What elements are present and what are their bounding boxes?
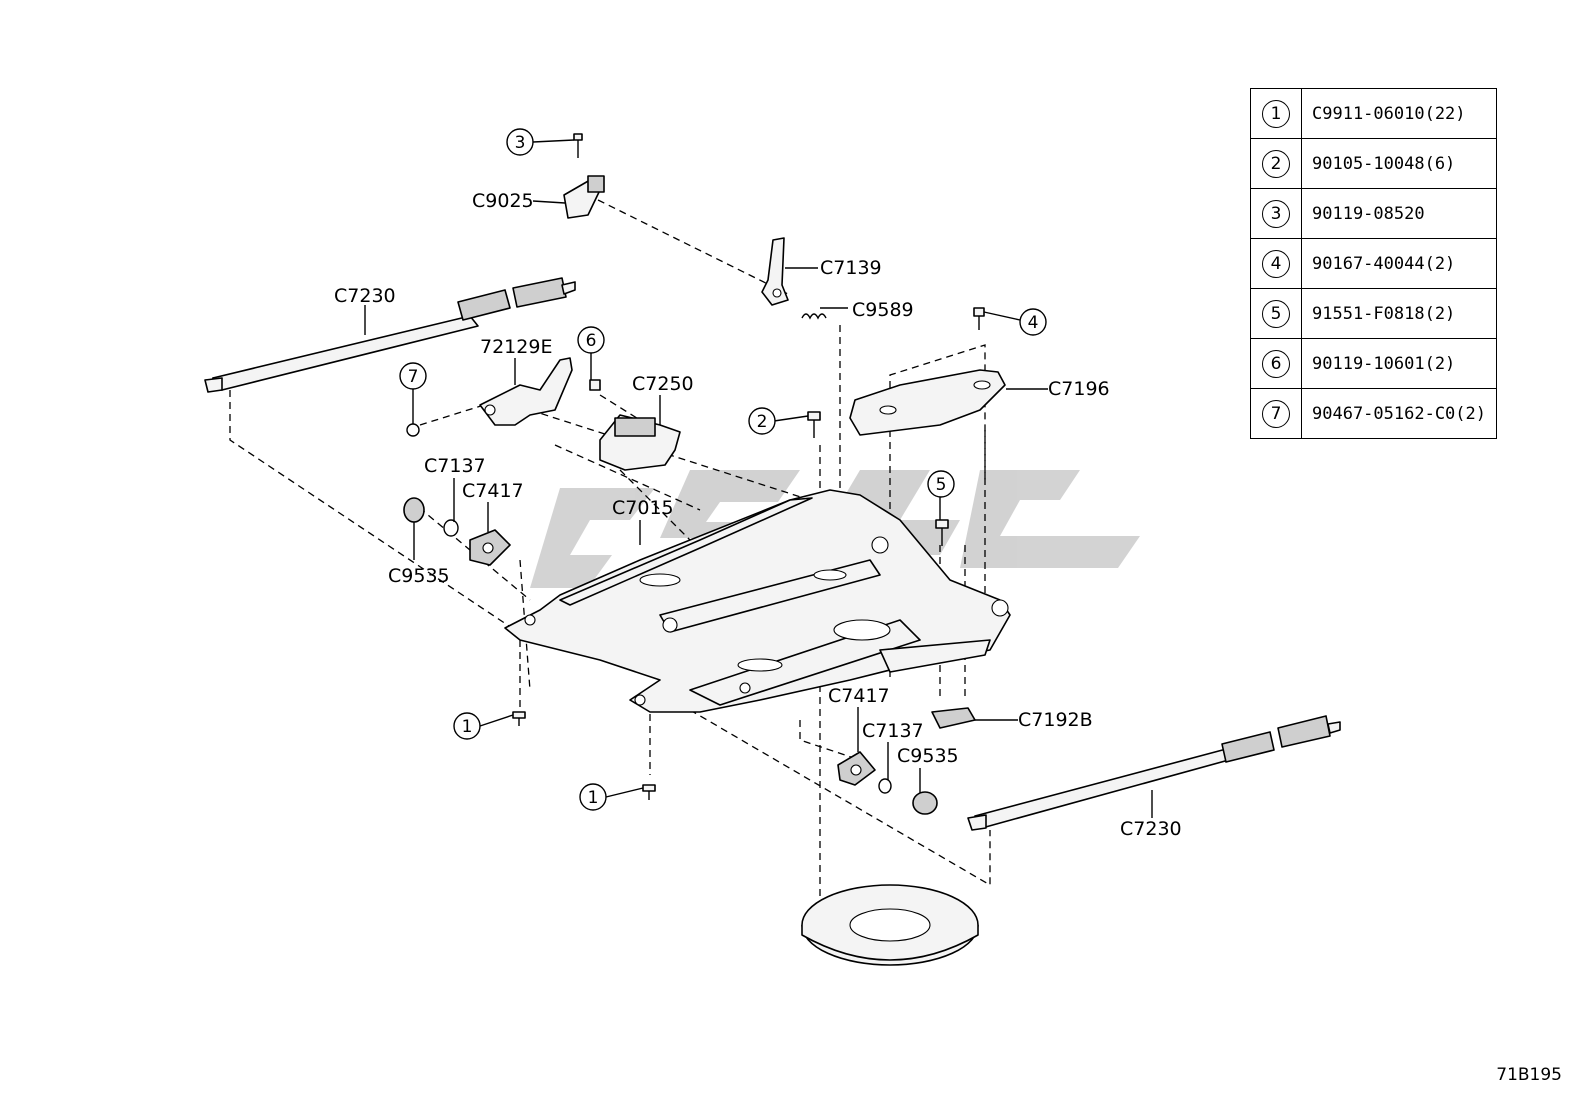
fastener-legend-table: 1 C9911-06010(22) 2 90105-10048(6) 3 90119-08… — [1250, 88, 1497, 439]
callout-c7137-upper: C7137 — [424, 455, 486, 477]
legend-part-number: 90167-40044(2) — [1301, 238, 1497, 289]
legend-number: 7 — [1250, 388, 1302, 439]
svg-text:1: 1 — [462, 717, 473, 737]
marker-2: 2 — [748, 407, 776, 435]
callout-c7230-upper: C7230 — [334, 285, 396, 307]
legend-row: 7 90467-05162-C0(2) — [1250, 388, 1497, 439]
marker-7: 7 — [399, 362, 427, 390]
legend-number-badge: 3 — [1262, 199, 1290, 228]
part-c7250 — [599, 414, 681, 471]
bolt-icon — [406, 133, 985, 800]
marker-1-lower: 1 — [579, 783, 607, 811]
marker-3: 3 — [506, 128, 534, 156]
part-c7417-lower — [837, 751, 876, 786]
callout-c7137-lower: C7137 — [862, 720, 924, 742]
part-c9025 — [563, 175, 605, 219]
part-c9535-lower — [912, 791, 938, 815]
legend-row: 2 90105-10048(6) — [1250, 138, 1497, 189]
svg-text:2: 2 — [757, 412, 768, 432]
slide-rail-lower-right — [967, 715, 1341, 831]
legend-row: 5 91551-F0818(2) — [1250, 288, 1497, 339]
legend-number: 2 — [1250, 138, 1302, 189]
marker-5: 5 — [927, 470, 955, 498]
legend-part-number: 90467-05162-C0(2) — [1301, 388, 1497, 439]
callout-c7417-upper: C7417 — [462, 480, 524, 502]
legend-part-number: 91551-F0818(2) — [1301, 288, 1497, 339]
washer-c7137-lower — [878, 778, 892, 794]
legend-number: 3 — [1250, 188, 1302, 239]
callout-72129e: 72129E — [480, 336, 552, 358]
spring-c9589 — [801, 313, 827, 320]
legend-number-badge: 1 — [1262, 99, 1290, 128]
marker-1-upper: 1 — [453, 712, 481, 740]
diagram-code: 71B195 — [1496, 1065, 1562, 1085]
svg-text:6: 6 — [586, 331, 597, 351]
svg-text:1: 1 — [588, 788, 599, 808]
lever-c7139 — [761, 237, 789, 306]
svg-text:3: 3 — [515, 133, 526, 153]
callout-c7417-lower: C7417 — [828, 685, 890, 707]
legend-part-number: 90119-10601(2) — [1301, 338, 1497, 389]
legend-part-number: C9911-06010(22) — [1301, 88, 1497, 139]
block-c7192b — [931, 707, 976, 729]
marker-4: 4 — [1019, 308, 1047, 336]
legend-row: 1 C9911-06010(22) — [1250, 88, 1497, 139]
callout-c7139: C7139 — [820, 257, 882, 279]
svg-text:4: 4 — [1028, 313, 1039, 333]
legend-row: 4 90167-40044(2) — [1250, 238, 1497, 289]
legend-number-badge: 6 — [1262, 349, 1290, 378]
callout-c9535-lower: C9535 — [897, 745, 959, 767]
washer-c7137-upper — [443, 519, 459, 537]
legend-part-number: 90105-10048(6) — [1301, 138, 1497, 189]
legend-number-badge: 2 — [1262, 149, 1290, 178]
callout-c7230-lower: C7230 — [1120, 818, 1182, 840]
marker-6: 6 — [577, 326, 605, 354]
callout-c7015: C7015 — [612, 497, 674, 519]
callout-c7196: C7196 — [1048, 378, 1110, 400]
swivel-plate — [801, 884, 979, 966]
legend-number-badge: 7 — [1262, 399, 1290, 428]
leader-lines — [364, 139, 1153, 818]
callout-c9025: C9025 — [472, 190, 534, 212]
seat-frame — [504, 489, 1011, 713]
part-c7417-upper — [469, 529, 511, 566]
callout-c7250: C7250 — [632, 373, 694, 395]
callout-c9589: C9589 — [852, 299, 914, 321]
legend-number-badge: 5 — [1262, 299, 1290, 328]
bracket-72129e — [479, 357, 573, 426]
part-c9535-upper — [403, 497, 425, 523]
slide-rail-upper-left — [204, 277, 576, 393]
legend-part-number: 90119-08520 — [1301, 188, 1497, 239]
legend-number-badge: 4 — [1262, 249, 1290, 278]
svg-text:7: 7 — [408, 367, 419, 387]
svg-text:5: 5 — [936, 475, 947, 495]
cover-c7196 — [849, 369, 1006, 436]
legend-number: 6 — [1250, 338, 1302, 389]
legend-number: 1 — [1250, 88, 1302, 139]
legend-number: 5 — [1250, 288, 1302, 339]
legend-row: 6 90119-10601(2) — [1250, 338, 1497, 389]
legend-row: 3 90119-08520 — [1250, 188, 1497, 239]
callout-c7192b: C7192B — [1018, 709, 1093, 731]
callout-c9535-upper: C9535 — [388, 565, 450, 587]
legend-number: 4 — [1250, 238, 1302, 289]
